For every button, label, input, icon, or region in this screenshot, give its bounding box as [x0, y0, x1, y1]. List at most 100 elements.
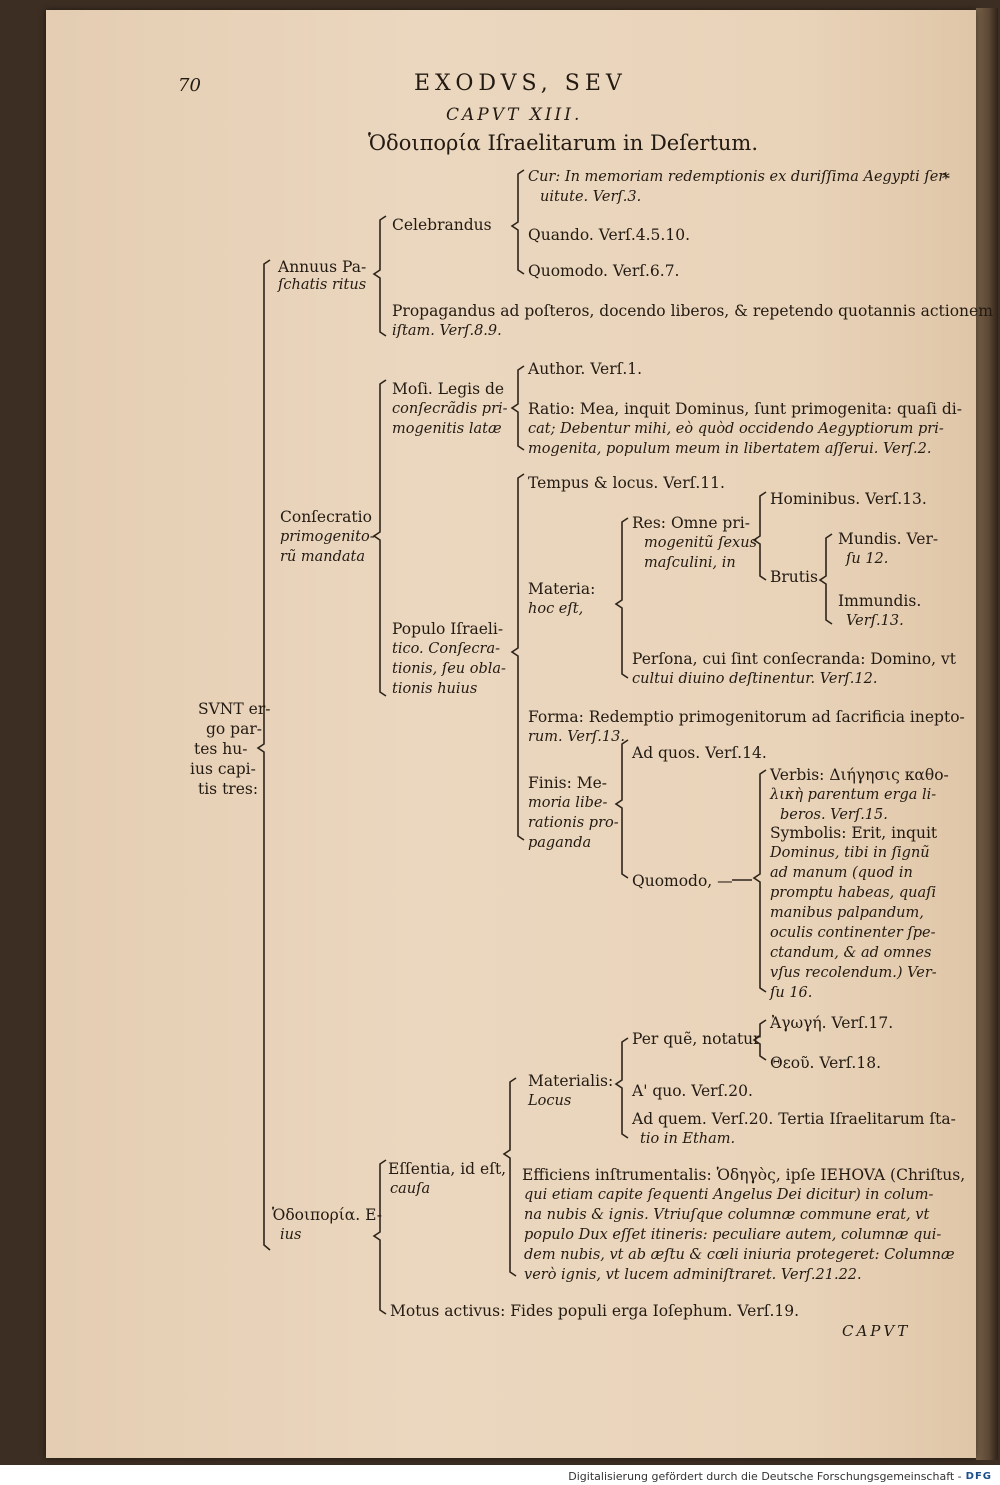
- root-line-2: go par-: [206, 720, 262, 738]
- immundis-line-1: Immundis.: [838, 592, 922, 610]
- forma-line-1: Forma: Redemptio primogenitorum ad ſacri…: [528, 708, 965, 726]
- author: Author. Verſ.1.: [528, 360, 643, 378]
- symbolis-line-2: Dominus, tibi in ſignũ: [770, 845, 930, 861]
- finis-line-4: paganda: [528, 835, 592, 851]
- efficiens-line-6: verò ignis, vt lucem adminiſtraret. Verſ…: [524, 1267, 862, 1283]
- symbolis-line-5: manibus palpandum,: [770, 905, 924, 921]
- persona-line-2: cultui diuino deſtinentur. Verſ.12.: [632, 671, 878, 687]
- symbolis-line-9: ſu 16.: [770, 985, 813, 1001]
- finis-line-1: Finis: Me-: [528, 774, 608, 792]
- annuus-label-1: Annuus Pa-: [278, 258, 367, 276]
- hodoiporia-label-1: Ὁδοιπορία. E-: [272, 1206, 382, 1224]
- efficiens-line-5: dem nubis, vt ab æſtu & cœli iniuria pro…: [524, 1247, 955, 1263]
- ad-quem-line-2: tio in Etham.: [640, 1131, 736, 1147]
- mosi-line-2: conſecrãdis pri-: [392, 401, 508, 417]
- page-number: 70: [178, 75, 201, 96]
- brace-perque: [752, 1019, 767, 1061]
- essentia-line-1: Eſſentia, id eſt,: [388, 1160, 507, 1178]
- finis-line-3: rationis pro-: [528, 815, 619, 831]
- ad-quem-line-1: Ad quem. Verſ.20. Tertia Iſraelitarum ſt…: [632, 1110, 956, 1128]
- materialis-line-2: Locus: [528, 1093, 572, 1109]
- symbolis-line-8: vſus recolendum.) Ver-: [770, 965, 937, 981]
- star-mark: *: [942, 170, 950, 188]
- celebrandus: Celebrandus: [392, 216, 492, 234]
- verbis-line-1: Verbis: Διήγησις καθο-: [770, 766, 949, 784]
- materia-line-1: Materia:: [528, 580, 596, 598]
- tempus: Tempus & locus. Verſ.11.: [528, 474, 725, 492]
- per-que: Per quẽ, notatur: [632, 1030, 761, 1048]
- symbolis-line-7: ctandum, & ad omnes: [770, 945, 932, 961]
- brace-consecratio: [372, 379, 387, 697]
- populo-line-1: Populo Iſraeli-: [392, 620, 504, 638]
- ratio-line-3: mogenita, populum meum in libertatem aſſ…: [528, 441, 932, 457]
- propagandus-line-2: iſtam. Verſ.8.9.: [392, 323, 502, 339]
- book-edge: [976, 8, 998, 1460]
- annuus-label-2: ſchatis ritus: [278, 277, 367, 293]
- brutis: Brutis: [770, 568, 818, 586]
- verbis-line-3: beros. Verſ.15.: [780, 807, 888, 823]
- populo-line-2: tico. Conſecra-: [392, 641, 500, 657]
- brace-mosi: [510, 365, 525, 451]
- hodoiporia-label-2: ius: [280, 1227, 302, 1243]
- ratio-line-1: Ratio: Mea, inquit Dominus, ſunt primoge…: [528, 400, 962, 418]
- root-line-1: SVNT er-: [198, 700, 271, 718]
- brace-res: [752, 491, 767, 581]
- persona-line-1: Perſona, cui ſint conſecranda: Domino, v…: [632, 650, 956, 668]
- quando: Quando. Verſ.4.5.10.: [528, 226, 690, 244]
- mundis-line-2: ſu 12.: [846, 551, 889, 567]
- mosi-line-3: mogenitis latæ: [392, 421, 502, 437]
- efficiens-line-2: qui etiam capite ſequenti Angelus Dei di…: [524, 1187, 934, 1203]
- cur-line-1: Cur: In memoriam redemptionis ex duriſſi…: [528, 169, 951, 185]
- materialis-line-1: Materialis:: [528, 1072, 614, 1090]
- finis-line-2: moria libe-: [528, 795, 608, 811]
- brace-materialis: [614, 1037, 629, 1139]
- symbolis-line-4: promptu habeas, quaſi: [770, 885, 937, 901]
- res-line-3: maſculini, in: [644, 555, 736, 571]
- symbolis-line-1: Symbolis: Erit, inquit: [770, 824, 938, 842]
- consecratio-label-3: rũ mandata: [280, 549, 366, 565]
- efficiens-line-3: na nubis & ignis. Vtriuſque columnæ comm…: [524, 1207, 930, 1223]
- footer: Digitalisierung gefördert durch die Deut…: [568, 1467, 992, 1485]
- chapter-subtitle: Ὁδοιπορία Iſraelitarum in Deſertum.: [368, 131, 759, 155]
- brace-materia: [614, 517, 629, 679]
- chapter-heading: CAPVT XIII.: [446, 105, 583, 125]
- forma-line-2: rum. Verſ.13.: [528, 729, 625, 745]
- root-line-4: ius capi-: [190, 760, 256, 778]
- motus: Motus activus: Fides populi erga Ioſephu…: [390, 1302, 800, 1320]
- hominibus: Hominibus. Verſ.13.: [770, 490, 927, 508]
- brace-brutis: [818, 533, 833, 625]
- dfg-logo: DFG: [965, 1470, 992, 1482]
- theou: Θεοῦ. Verſ.18.: [770, 1054, 882, 1072]
- brace-annuus: [372, 215, 387, 337]
- brace-essentia: [502, 1077, 517, 1277]
- agoge: Ἀγωγή. Verſ.17.: [770, 1014, 894, 1032]
- populo-line-4: tionis huius: [392, 681, 478, 697]
- propagandus-line-1: Propagandus ad poſteros, docendo liberos…: [392, 302, 993, 320]
- symbolis-line-3: ad manum (quod in: [770, 865, 913, 881]
- page-title: EXODVS, SEV: [414, 71, 627, 96]
- root-line-5: tis tres:: [198, 780, 259, 798]
- immundis-line-2: Verſ.13.: [846, 613, 904, 629]
- catchword: CAPVT: [842, 1322, 911, 1340]
- ratio-line-2: cat; Debentur mihi, eò quòd occidendo Ae…: [528, 421, 944, 437]
- brace-finis: [614, 739, 629, 879]
- res-line-1: Res: Omne pri-: [632, 514, 750, 532]
- brace-populo: [510, 473, 525, 841]
- ad-quos: Ad quos. Verſ.14.: [632, 744, 767, 762]
- efficiens-line-4: populo Dux eſſet itineris: peculiare aut…: [524, 1227, 942, 1243]
- brace-celebrandus: [510, 169, 525, 275]
- res-line-2: mogenitũ ſexus: [644, 535, 757, 551]
- symbolis-line-6: oculis continenter ſpe-: [770, 925, 936, 941]
- mosi-line-1: Moſi. Legis de: [392, 380, 505, 398]
- brace-diagram: [256, 169, 833, 1315]
- quomodo-annuus: Quomodo. Verſ.6.7.: [528, 262, 680, 280]
- materia-line-2: hoc eſt,: [528, 601, 584, 617]
- efficiens-line-1: Efficiens inſtrumentalis: Ὁδηγὸς, ipſe I…: [522, 1166, 966, 1184]
- brace-hodoiporia: [372, 1159, 387, 1315]
- populo-line-3: tionis, ſeu obla-: [392, 661, 506, 677]
- root-line-3: tes hu-: [194, 740, 248, 758]
- brace-main: [256, 259, 271, 1251]
- a-quo: A' quo. Verſ.20.: [632, 1082, 753, 1100]
- verbis-line-2: λικὴ parentum erga li-: [770, 787, 937, 803]
